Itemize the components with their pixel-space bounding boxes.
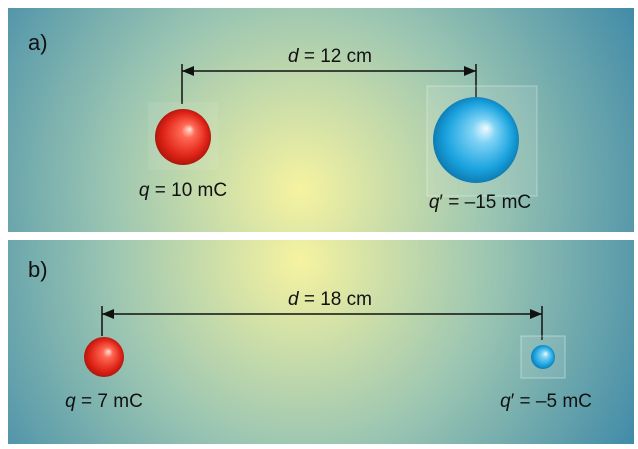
distance-indicator-b: d = 18 cm <box>101 289 543 340</box>
panel-a-background <box>8 8 634 232</box>
panel-a: a) d = 12 cm q = 10 mC q′ = –15 mC <box>8 8 634 232</box>
charge-label-q-b: q = 7 mC <box>65 391 143 412</box>
positive-charge-sphere <box>84 337 124 377</box>
arrowhead-right <box>464 66 476 76</box>
distance-indicator-a: d = 12 cm <box>181 46 477 104</box>
arrowhead-left <box>182 66 194 76</box>
distance-label-a: d = 12 cm <box>288 46 372 67</box>
negative-charge-sphere <box>531 345 555 369</box>
panel-b: b) d = 18 cm q = 7 mC q′ = –5 mC <box>8 240 634 444</box>
distance-label-b: d = 18 cm <box>288 289 372 310</box>
charge-label-qprime-a: q′ = –15 mC <box>429 192 531 213</box>
arrowhead-right <box>530 309 542 319</box>
arrowhead-left <box>102 309 114 319</box>
panel-a-label: a) <box>28 30 48 55</box>
charge-label-q-a: q = 10 mC <box>139 180 227 201</box>
charge-label-qprime-b: q′ = –5 mC <box>500 391 592 412</box>
panel-b-label: b) <box>28 257 48 282</box>
negative-charge-sphere <box>433 97 519 183</box>
positive-charge-sphere <box>155 109 211 165</box>
